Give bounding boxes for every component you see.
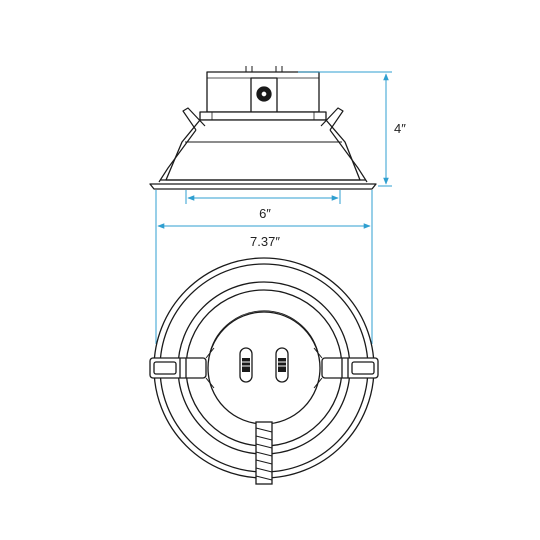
- trim-flange: [149, 183, 377, 190]
- center-housing: [207, 311, 321, 425]
- left-clip-tab: [149, 347, 215, 389]
- side-view: [149, 66, 377, 190]
- mount-ring: [199, 111, 327, 121]
- lumen-switch: [275, 347, 289, 383]
- bottom-view: [149, 257, 379, 485]
- right-spring-clip: [320, 107, 368, 183]
- right-clip-tab: [313, 347, 379, 389]
- height-label: 4″: [394, 121, 406, 136]
- cct-switch: [239, 347, 253, 383]
- overall-width-label: 7.37″: [250, 234, 280, 249]
- trim-width-dimension: [185, 190, 341, 204]
- height-dimension: [298, 71, 392, 187]
- trim-width-label: 6″: [259, 206, 271, 221]
- overall-width-dimension: [155, 190, 373, 344]
- left-spring-clip: [158, 107, 206, 183]
- flex-conduit: [255, 421, 273, 485]
